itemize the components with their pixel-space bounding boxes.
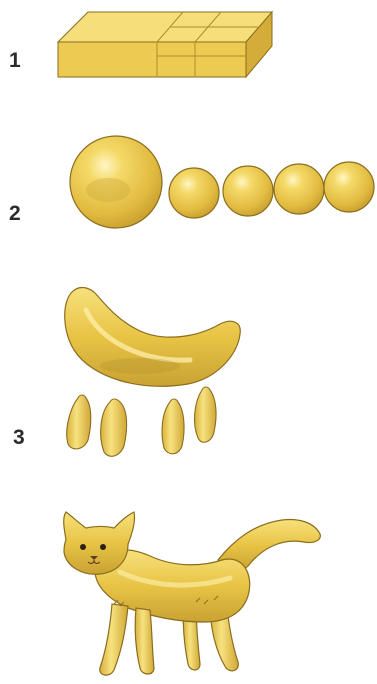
leg-piece-4	[195, 387, 217, 442]
finished-cat	[64, 512, 321, 675]
small-ball-4	[324, 162, 374, 212]
clay-balls	[70, 136, 374, 228]
leg-piece-2	[101, 399, 127, 456]
small-ball-1	[169, 168, 219, 218]
cat-front-leg-left	[100, 604, 128, 675]
cat-front-leg-right	[135, 608, 154, 674]
leg-piece-3	[162, 399, 184, 454]
small-ball-2	[223, 166, 273, 216]
clay-body-and-legs	[65, 288, 241, 457]
small-ball-3	[274, 164, 324, 214]
cat-eye-left	[80, 544, 86, 550]
leg-piece-1	[67, 395, 91, 449]
cat-eye-right	[100, 544, 106, 550]
clay-block	[58, 12, 272, 77]
